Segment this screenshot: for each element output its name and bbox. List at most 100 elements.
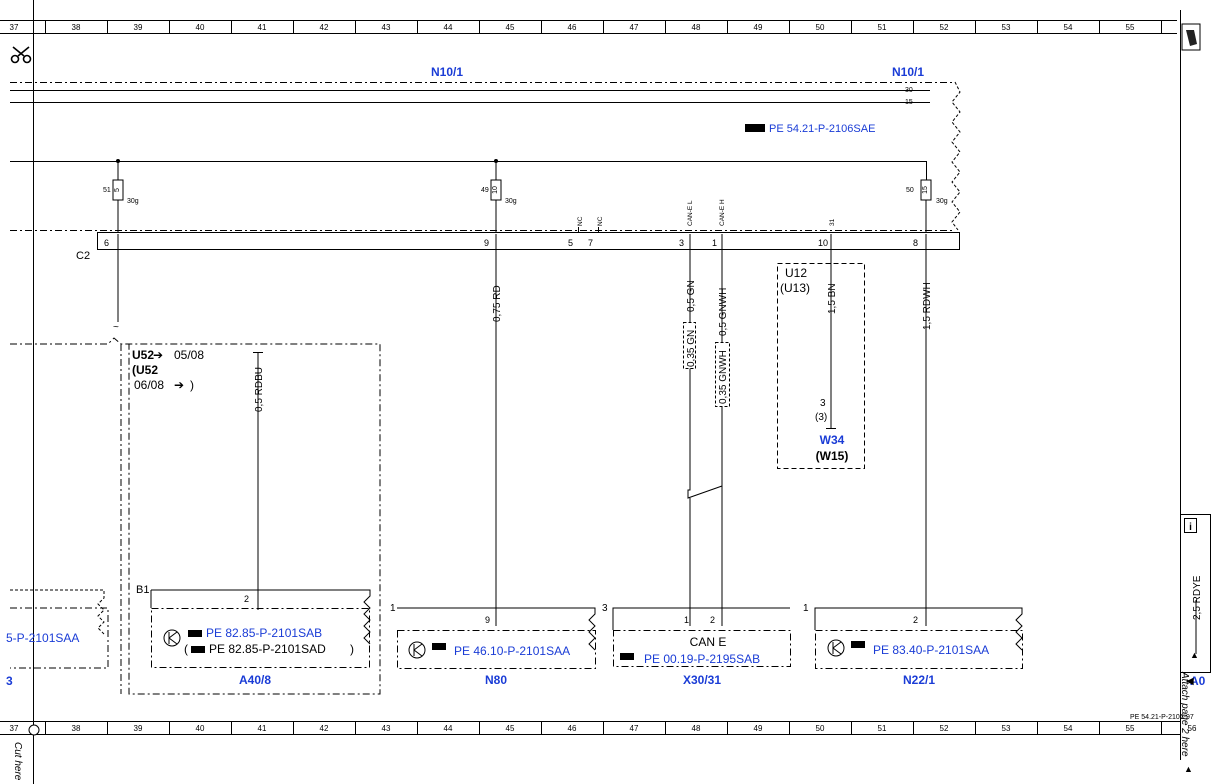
component-a40-8 (150, 589, 371, 668)
fuse-49 (490, 159, 502, 232)
variant-box-u12 (777, 263, 865, 469)
wire-break-tilde: ~ (113, 322, 119, 333)
module-n10-outline (10, 81, 961, 231)
component-label-right[interactable]: A0 (1190, 674, 1206, 688)
component-pin: 2 (913, 615, 918, 625)
fuse-50 (920, 179, 932, 232)
svg-text:i: i (1189, 522, 1192, 533)
paren-close: ) (350, 642, 354, 656)
ground-label-w34[interactable]: W34 (820, 433, 845, 447)
ruler-num: 48 (692, 23, 701, 32)
ground-pin: 3 (820, 398, 826, 409)
fuse-rating: 5 (114, 188, 121, 192)
fuse-amp: 30g (936, 198, 948, 205)
ruler-num: 46 (568, 724, 577, 733)
rail-15-label: 15 (905, 99, 913, 106)
module-label-n10-right[interactable]: N10/1 (892, 65, 924, 79)
pin-label: 10 (818, 238, 828, 248)
variant-u12-line2: (U13) (780, 281, 810, 295)
cut-marker-icon[interactable] (28, 724, 40, 736)
fuse-51 (112, 159, 124, 232)
ruler-num: 52 (940, 23, 949, 32)
wire-label-gn035: 0,35 GN (686, 330, 697, 367)
component-label-left[interactable]: 3 (6, 674, 13, 688)
fuse-amp: 30g (505, 198, 517, 205)
bottom-ruler: 37 38 39 40 41 42 43 44 45 46 47 48 49 5… (0, 721, 1197, 735)
component-n22-1 (814, 607, 1023, 669)
pe-link-icon (620, 653, 634, 660)
pe-link-icon (191, 646, 205, 653)
arrow-right-icon: ➔ (153, 348, 163, 362)
pin-label: 3 (679, 238, 684, 248)
signal-label: NC (577, 216, 584, 226)
ruler-num: 41 (258, 724, 267, 733)
wire-label-rd: 0,75 RD (492, 285, 503, 322)
component-label-x30-31[interactable]: X30/31 (683, 673, 721, 687)
variant-u52-line2: (U52 (132, 363, 158, 377)
scissors-icon[interactable] (10, 46, 32, 64)
ruler-num: 52 (940, 724, 949, 733)
ruler-num: 54 (1064, 23, 1073, 32)
pe-link-icon (851, 641, 865, 648)
fuse-rating: 10 (492, 186, 499, 194)
variant-box-u52 (10, 337, 381, 695)
pe-link-n22[interactable]: PE 83.40-P-2101SAA (873, 643, 989, 657)
ruler-num: 45 (506, 724, 515, 733)
info-icon[interactable]: i (1184, 518, 1197, 534)
arrow-right-icon: ➔ (174, 378, 184, 392)
ruler-num: 47 (630, 724, 639, 733)
ruler-num: 42 (320, 23, 329, 32)
component-pin: 1 (390, 603, 396, 614)
ruler-num: 55 (1126, 724, 1135, 733)
variant-u52-close: ) (190, 378, 194, 392)
component-n80 (397, 607, 596, 669)
pe-link-a40-2[interactable]: PE 82.85-P-2101SAD (209, 642, 326, 656)
transistor-icon (408, 641, 426, 659)
ruler-num: 39 (134, 724, 143, 733)
ruler-num: 42 (320, 724, 329, 733)
ruler-num: 39 (134, 23, 143, 32)
pin-label: 9 (484, 238, 489, 248)
paren-open: ( (184, 642, 188, 656)
wire-label-gnwh035: 0,35 GNWH (718, 350, 729, 404)
pe-link-a40-1[interactable]: PE 82.85-P-2101SAB (206, 626, 322, 640)
cut-here-label: Cut here (12, 742, 23, 781)
wire-label-bn: 1,5 BN (827, 283, 838, 314)
ruler-num: 47 (630, 23, 639, 32)
component-pin: 2 (710, 615, 715, 625)
fuse-num: 51 (103, 187, 111, 194)
pe-link-left[interactable]: 5-P-2101SAA (6, 631, 79, 645)
triangle-left-icon[interactable]: ◀ (1186, 676, 1194, 687)
wire-alt-box (715, 342, 730, 407)
component-pin: 3 (602, 603, 608, 614)
component-label-a40-8[interactable]: A40/8 (239, 673, 271, 687)
component-pin: 9 (485, 615, 490, 625)
ruler-num: 48 (692, 724, 701, 733)
fuse-num: 49 (481, 187, 489, 194)
ruler-num: 44 (444, 23, 453, 32)
fuse-num: 50 (906, 187, 914, 194)
right-tab-frame (1180, 514, 1211, 673)
module-label-n10-left[interactable]: N10/1 (431, 65, 463, 79)
pe-link-n80[interactable]: PE 46.10-P-2101SAA (454, 644, 570, 658)
wire-alt-box (683, 322, 696, 369)
ruler-num: 38 (72, 23, 81, 32)
pin-label: 5 (568, 238, 573, 248)
component-x30-31 (612, 607, 791, 667)
wire-label-rdwh: 1,5 RDWH (922, 282, 933, 330)
component-label-n22-1[interactable]: N22/1 (903, 673, 935, 687)
ruler-num: 49 (754, 23, 763, 32)
ruler-num: 37 (10, 724, 19, 733)
component-label-n80[interactable]: N80 (485, 673, 507, 687)
wire-label-rdye: 2,5 RDYE (1192, 575, 1203, 620)
ground-pin-alt: (3) (815, 412, 827, 423)
pe-link-n10[interactable]: PE 54.21-P-2106SAE (769, 123, 875, 135)
ruler-num: 56 (1188, 724, 1197, 733)
component-pin: 1 (684, 615, 689, 625)
ruler-num: 40 (196, 23, 205, 32)
triangle-up-icon-bottom[interactable]: ▲ (1184, 764, 1193, 774)
pe-link-x30[interactable]: PE 00.19-P-2195SAB (644, 652, 760, 666)
triangle-up-icon[interactable]: ▲ (1190, 650, 1199, 660)
ruler-num: 41 (258, 23, 267, 32)
cursor-icon[interactable] (1181, 23, 1201, 51)
